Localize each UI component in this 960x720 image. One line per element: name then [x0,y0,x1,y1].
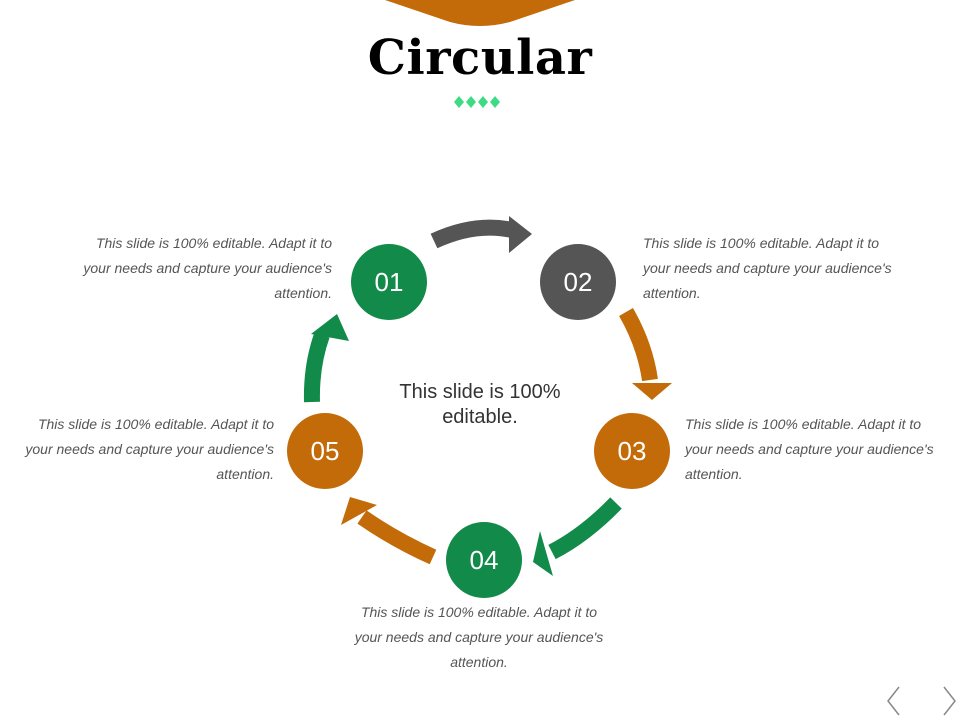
step-node-05: 05 [287,413,363,489]
arrow-04-05 [357,510,437,565]
arrow-03-04-head [533,531,553,576]
step-text-04: This slide is 100% editable. Adapt it to… [354,604,604,670]
step-text-03: This slide is 100% editable. Adapt it to… [685,416,934,482]
top-banner [385,0,575,26]
arrow-05-01-head [311,314,349,341]
arrow-04-05-head [341,497,377,525]
arrow-01-02 [430,219,514,249]
arrow-05-01 [303,332,330,403]
step-node-02: 02 [540,244,616,320]
arrow-03-04 [548,497,622,560]
step-text-05: This slide is 100% editable. Adapt it to… [25,416,274,482]
title-diamond-dots [454,96,500,108]
step-node-04: 04 [446,522,522,598]
arrow-02-03 [619,308,658,382]
page-title: Circular [367,30,593,86]
step-text-02: This slide is 100% editable. Adapt it to… [643,235,892,301]
center-text: This slide is 100% editable. [399,381,561,428]
chevron-left-icon[interactable] [883,684,907,718]
step-node-01: 01 [351,244,427,320]
arrow-02-03-head [632,383,672,400]
step-text-01: This slide is 100% editable. Adapt it to… [83,235,332,301]
step-node-03: 03 [594,413,670,489]
arrow-01-02-head [509,216,532,253]
chevron-right-icon[interactable] [936,684,960,718]
